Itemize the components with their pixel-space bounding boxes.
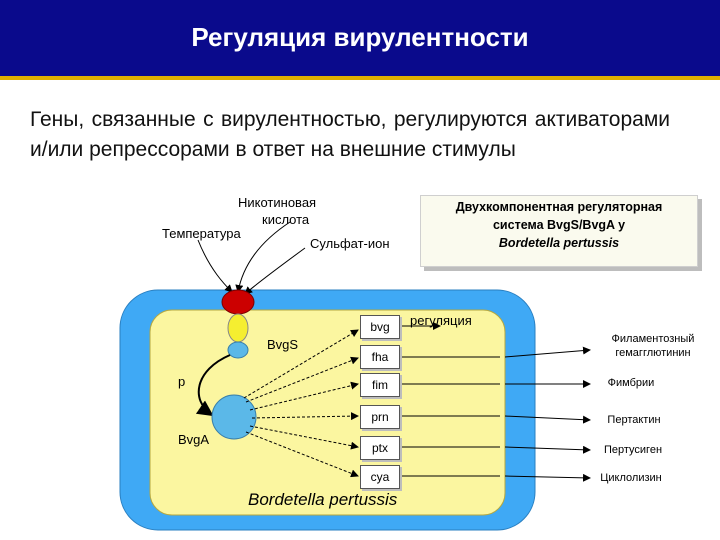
gene-cya: cya xyxy=(360,465,400,489)
cell-inner xyxy=(149,309,506,516)
product-arrows xyxy=(504,346,591,482)
temperature-label: Температура xyxy=(162,226,241,241)
sensor-inner-domain xyxy=(227,341,249,359)
sensor-outer-domain xyxy=(221,289,255,315)
nicotinic-acid-label-line2: кислота xyxy=(262,212,310,227)
product-fha-line2: гемагглютинин xyxy=(615,347,691,359)
bvga-protein xyxy=(211,394,257,440)
bvga-to-gene-arrows xyxy=(243,329,359,478)
product-prn: Пертактин xyxy=(607,414,661,426)
gene-bvg: bvg xyxy=(360,315,400,339)
nicotinic-arrow xyxy=(235,221,291,293)
nicotinic-acid-label-line1: Никотиновая xyxy=(238,195,317,210)
bvga-label: BvgA xyxy=(178,432,210,447)
system-box-line2: система BvgS/BvgA у xyxy=(492,218,626,232)
two-component-system-box: Двухкомпонентная регуляторная система Bv… xyxy=(420,195,698,267)
intro-text: Гены, связанные с вирулентностью, регули… xyxy=(30,108,670,161)
organism-label: Bordetella pertussis xyxy=(248,490,398,509)
phosphotransfer-arrow xyxy=(195,354,231,417)
bvgs-label: BvgS xyxy=(267,337,299,352)
header-accent-line xyxy=(0,76,720,80)
gene-prn: prn xyxy=(360,405,400,429)
gene-strand-lines xyxy=(400,356,500,477)
gene-fha: fha xyxy=(360,345,400,369)
phosphate-label: p xyxy=(178,374,186,389)
system-box-line1: Двухкомпонентная регуляторная xyxy=(455,200,663,214)
page-title: Регуляция вирулентности xyxy=(191,22,529,52)
regulation-label: регуляция xyxy=(410,313,472,328)
sulfate-arrow xyxy=(244,247,306,295)
sensor-membrane-domain xyxy=(227,313,249,343)
sulfate-label: Сульфат-ион xyxy=(310,236,390,251)
header: Регуляция вирулентности xyxy=(0,0,720,80)
temperature-arrow xyxy=(197,239,233,293)
product-fha-line1: Филаментозный xyxy=(611,333,695,345)
gene-ptx: ptx xyxy=(360,436,400,460)
system-box-line3: Bordetella pertussis xyxy=(498,236,620,250)
product-cya: Циклолизин xyxy=(600,472,662,484)
product-fim: Фимбрии xyxy=(607,377,655,389)
product-ptx: Пертусиген xyxy=(603,444,663,456)
header-band xyxy=(0,0,720,76)
gene-fim: fim xyxy=(360,373,400,397)
